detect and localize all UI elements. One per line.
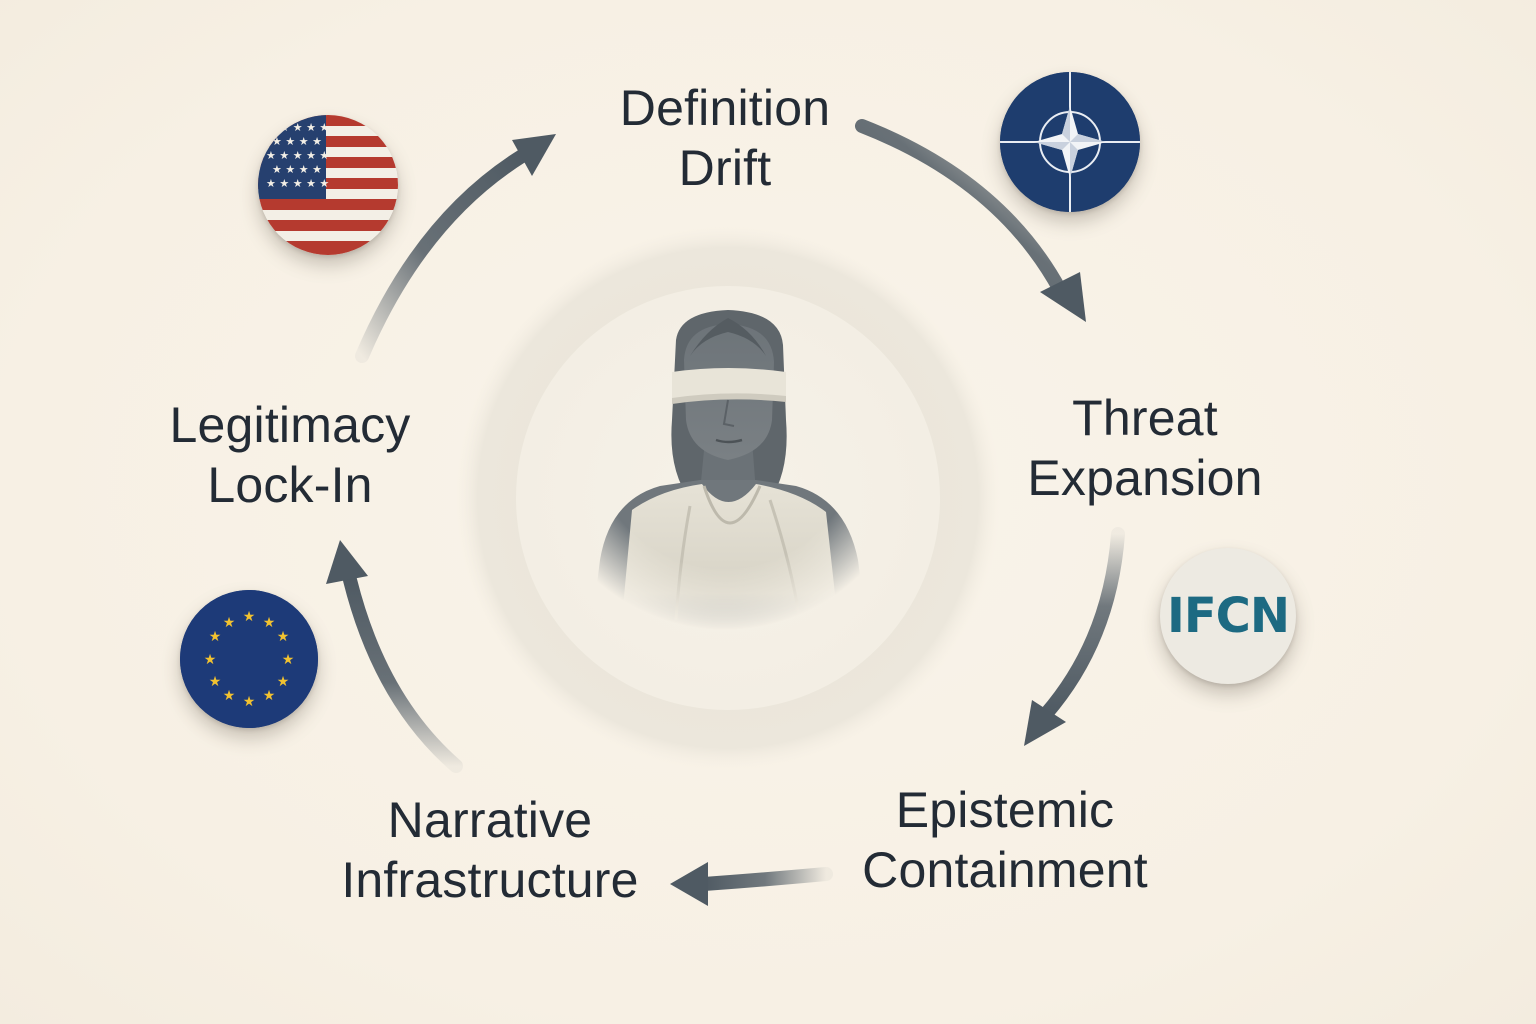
eu-flag-graphic: ★ ★ ★ ★ ★ ★ ★ ★ ★ ★ ★ ★ <box>180 590 318 728</box>
ifcn-logo-text: IFCN <box>1166 588 1290 644</box>
stage-narrative-infrastructure-line1: Narrative <box>387 792 593 848</box>
stage-threat-expansion-line2: Expansion <box>1027 450 1263 506</box>
svg-text:★ ★ ★ ★: ★ ★ ★ ★ <box>272 163 322 176</box>
svg-text:★: ★ <box>204 652 217 668</box>
nato-compass-icon <box>1000 72 1140 212</box>
us-flag-icon: ★ ★ ★ ★ ★ ★ ★ ★ ★ ★ ★ ★ ★ ★ ★ ★ ★ ★ ★ ★ … <box>258 115 398 255</box>
stage-definition-drift-line2: Drift <box>678 140 772 196</box>
svg-text:★ ★ ★ ★ ★: ★ ★ ★ ★ ★ <box>266 177 329 190</box>
stage-legitimacy-lock-in: Legitimacy Lock-In <box>140 395 440 515</box>
stage-epistemic-containment-line1: Epistemic <box>895 782 1115 838</box>
stage-epistemic-containment-line2: Containment <box>862 842 1148 898</box>
svg-text:★: ★ <box>209 629 222 645</box>
arrow-epistemic-to-narrative <box>670 862 833 906</box>
blindfolded-justice-bust-icon <box>590 310 868 640</box>
eu-flag-icon: ★ ★ ★ ★ ★ ★ ★ ★ ★ ★ ★ ★ <box>180 590 318 728</box>
svg-text:★: ★ <box>277 629 290 645</box>
arrow-narrative-to-legitimacy <box>326 540 463 773</box>
svg-text:★ ★ ★ ★: ★ ★ ★ ★ <box>272 135 322 148</box>
stage-narrative-infrastructure-line2: Infrastructure <box>341 852 639 908</box>
stage-legitimacy-lock-in-line1: Legitimacy <box>169 397 411 453</box>
svg-text:★: ★ <box>223 688 236 704</box>
arrow-threat-to-epistemic <box>1024 527 1125 746</box>
svg-text:★: ★ <box>243 609 256 625</box>
svg-text:★: ★ <box>282 652 295 668</box>
arrow-legitimacy-to-definition <box>355 134 556 363</box>
svg-text:★: ★ <box>223 615 236 631</box>
arrow-definition-to-threat <box>855 119 1086 322</box>
svg-text:★: ★ <box>263 688 276 704</box>
stage-definition-drift: Definition Drift <box>560 78 890 198</box>
stage-threat-expansion-line1: Threat <box>1072 390 1218 446</box>
svg-text:★ ★ ★ ★ ★: ★ ★ ★ ★ ★ <box>266 149 329 162</box>
nato-compass-graphic <box>1000 72 1140 212</box>
us-flag-graphic: ★ ★ ★ ★ ★ ★ ★ ★ ★ ★ ★ ★ ★ ★ ★ ★ ★ ★ ★ ★ … <box>258 115 398 255</box>
stage-threat-expansion: Threat Expansion <box>990 388 1300 508</box>
ifcn-logo: IFCN <box>1160 548 1296 684</box>
svg-text:★: ★ <box>263 615 276 631</box>
svg-text:★: ★ <box>243 694 256 710</box>
stage-narrative-infrastructure: Narrative Infrastructure <box>300 790 680 910</box>
svg-text:★: ★ <box>277 674 290 690</box>
stage-definition-drift-line1: Definition <box>619 80 831 136</box>
svg-text:★: ★ <box>209 674 222 690</box>
stage-epistemic-containment: Epistemic Containment <box>820 780 1190 900</box>
stage-legitimacy-lock-in-line2: Lock-In <box>207 457 373 513</box>
